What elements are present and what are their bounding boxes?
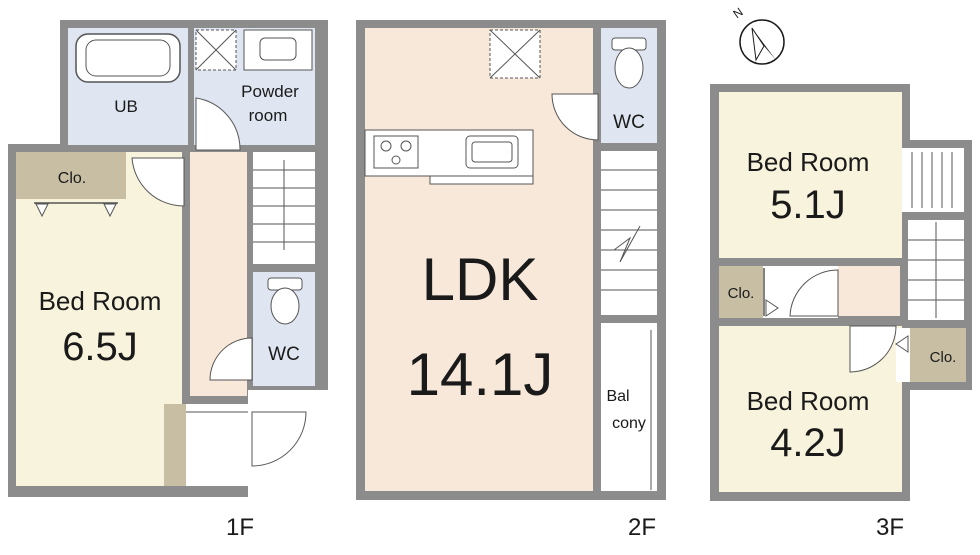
door-swing-wc-1f <box>209 337 253 381</box>
sink-basin <box>259 37 297 61</box>
label-floor-2f: 2F <box>628 514 656 541</box>
floor-1f: UB Powder room Clo. Bed Room 6.5J WC 1F <box>0 0 328 555</box>
compass-south-arrow-icon <box>751 27 765 62</box>
toilet-bowl-2f <box>614 47 644 89</box>
room-bed-3f-upper <box>719 92 902 258</box>
room-bed-1f <box>16 152 182 486</box>
label-closet-3f-right: Clo. <box>930 349 957 366</box>
closet-1f <box>16 152 126 199</box>
label-ldk-name: LDK <box>422 246 539 313</box>
door-swing-wc-2f <box>551 93 599 141</box>
label-bed-3f-lower-name: Bed Room <box>747 386 870 416</box>
closet-door-marker-3f-left <box>765 299 779 317</box>
floor-2f: WC LDK 14.1J Bal cony 2F <box>356 20 666 541</box>
label-ub: UB <box>114 97 138 116</box>
label-bed-1f-name: Bed Room <box>39 286 162 316</box>
toilet-bowl-1f <box>270 287 300 325</box>
kitchen-sink-basin <box>471 141 513 163</box>
label-balcony-line2: cony <box>612 415 646 432</box>
bathtub-icon <box>75 33 181 83</box>
closet-door-marker-3f-right <box>895 335 909 353</box>
sink-icon <box>243 29 313 71</box>
staircase-3f-landing <box>911 152 953 208</box>
compass-north-arrow-icon <box>752 28 776 60</box>
washer-cross-b <box>195 29 237 71</box>
compass-north-label: N <box>730 5 745 21</box>
compass: N <box>730 5 785 65</box>
label-bed-1f-size: 6.5J <box>62 325 138 369</box>
door-swing-powder <box>195 97 241 151</box>
floor-3f: Bed Room 5.1J Clo. Clo. Bed Room 4.2J 3F <box>710 84 972 541</box>
label-closet-3f-left: Clo. <box>728 285 755 302</box>
closet-3f-left <box>719 266 763 318</box>
stove-burner-3 <box>391 155 401 165</box>
kitchen-counter-ledge <box>429 175 534 185</box>
label-balcony-line1: Bal <box>606 388 629 405</box>
hall-3f <box>838 266 900 316</box>
stove-burner-1 <box>380 140 392 152</box>
label-wc-1f: WC <box>268 344 300 365</box>
balcony-2f <box>601 323 657 491</box>
label-powder-line1: Powder <box>241 82 299 101</box>
label-floor-3f: 3F <box>876 514 904 541</box>
label-bed-3f-upper-name: Bed Room <box>747 147 870 177</box>
kitchen-sink-icon <box>465 135 519 169</box>
label-powder-line2: room <box>249 106 288 125</box>
staircase-1f <box>253 160 315 250</box>
bathtub-inner <box>85 39 171 77</box>
label-bed-3f-upper-size: 5.1J <box>770 183 846 227</box>
door-swing-bed-1f <box>131 157 185 207</box>
label-floor-1f: 1F <box>226 514 254 541</box>
shoe-closet-1f <box>164 404 186 486</box>
floor-1f-exterior-bottom-left <box>0 497 160 555</box>
closet-3f-right <box>910 328 966 382</box>
stairs-2f <box>601 151 657 315</box>
stove-burner-2 <box>400 140 412 152</box>
door-swing-bed-3f-lower <box>849 325 897 373</box>
hood-cross-b <box>489 29 541 79</box>
door-swing-bed-3f-upper <box>789 269 839 317</box>
stove-icon <box>373 135 419 169</box>
label-closet-1f: Clo. <box>58 170 86 187</box>
closet-door-marker-1f <box>35 203 117 218</box>
door-swing-entrance <box>251 411 307 467</box>
staircase-2f <box>601 169 657 291</box>
floor-1f-exterior-notch <box>0 0 60 144</box>
label-wc-2f: WC <box>613 112 645 133</box>
label-ldk-size: 14.1J <box>407 341 554 408</box>
stair-landing-3f <box>902 148 964 212</box>
label-bed-3f-lower-size: 4.2J <box>770 421 846 465</box>
staircase-3f <box>908 222 964 318</box>
